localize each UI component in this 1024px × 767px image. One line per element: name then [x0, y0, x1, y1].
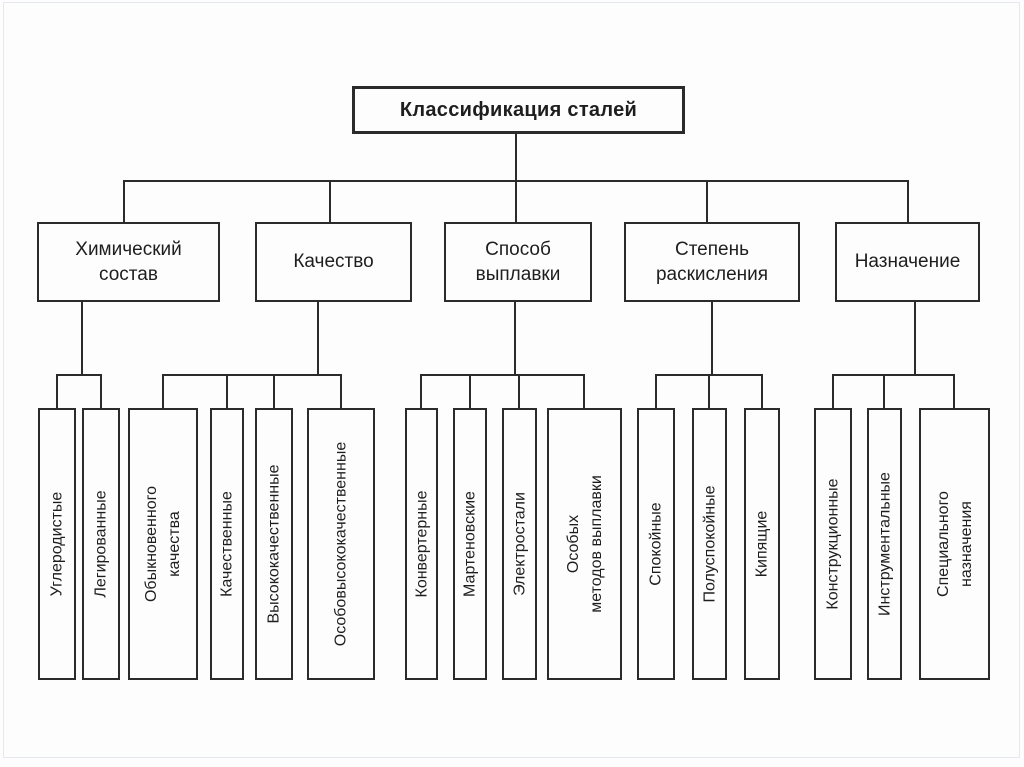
leaf-carbon-steels: Углеродистые: [38, 408, 76, 680]
category-purpose: Назначение: [835, 222, 980, 302]
leaf-label: Обыкновенного качества: [142, 486, 183, 603]
leaf-quality: Качественные: [210, 408, 244, 680]
leaf-label: Конструкционные: [824, 478, 842, 610]
leaf-label: Особых методов выплавки: [564, 475, 605, 613]
leaf-label: Мартеновские: [461, 491, 479, 597]
leaf-label: Полуспокойные: [700, 485, 718, 603]
leaf-semi-calm-steels: Полуспокойные: [692, 408, 727, 680]
leaf-structural-steels: Конструкционные: [814, 408, 852, 680]
leaf-label: Спокойные: [647, 502, 665, 586]
leaf-label: Качественные: [218, 491, 236, 597]
leaf-calm-steels: Спокойные: [637, 408, 675, 680]
category-melting-method: Способ выплавки: [444, 222, 592, 302]
leaf-label: Конвертерные: [412, 490, 430, 598]
leaf-alloyed-steels: Легированные: [82, 408, 120, 680]
leaf-special-melting-methods: Особых методов выплавки: [547, 408, 622, 680]
leaf-label: Кипящие: [753, 510, 771, 578]
leaf-label: Специального назначения: [934, 491, 975, 597]
leaf-boiling-steels: Кипящие: [744, 408, 780, 680]
leaf-label: Особовысококачественные: [332, 441, 350, 647]
leaf-ordinary-quality: Обыкновенного качества: [128, 408, 198, 680]
leaf-label: Легированные: [92, 490, 110, 598]
category-deoxidation-degree: Степень раскисления: [624, 222, 800, 302]
category-chemical-composition: Химический состав: [37, 222, 220, 302]
category-quality: Качество: [255, 222, 412, 302]
leaf-label: Инструментальные: [875, 472, 893, 616]
leaf-converter-steels: Конвертерные: [405, 408, 438, 680]
leaf-tool-steels: Инструментальные: [867, 408, 902, 680]
root-node-title: Классификация сталей: [352, 86, 685, 134]
leaf-label: Электростали: [510, 492, 528, 596]
leaf-special-purpose-steels: Специального назначения: [919, 408, 990, 680]
leaf-electric-steels: Электростали: [502, 408, 537, 680]
leaf-open-hearth-steels: Мартеновские: [453, 408, 487, 680]
leaf-label: Высококачественные: [265, 464, 283, 624]
leaf-label: Углеродистые: [48, 491, 66, 597]
leaf-extra-high-quality: Особовысококачественные: [307, 408, 375, 680]
leaf-high-quality: Высококачественные: [255, 408, 293, 680]
